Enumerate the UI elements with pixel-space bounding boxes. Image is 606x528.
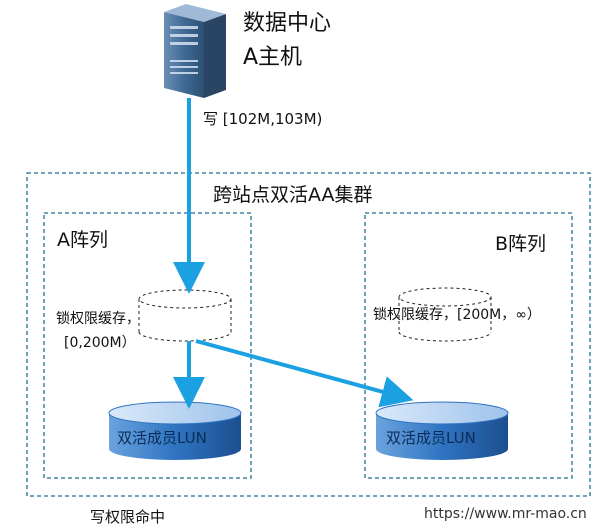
cache-cylinder-b [398, 287, 492, 342]
watermark-text: https://www.mr-mao.cn [424, 506, 587, 522]
cluster-label: 跨站点双活AA集群 [213, 184, 373, 206]
array-b-label: B阵列 [495, 233, 547, 255]
cache-a-text-line2: [0,200M） [64, 335, 136, 351]
lun-b-label: 双活成员LUN [386, 429, 476, 447]
array-a-boundary [43, 212, 252, 479]
array-b-boundary [364, 212, 573, 479]
cache-a-text-line1: 锁权限缓存， [56, 311, 140, 327]
lun-a-label: 双活成员LUN [117, 429, 207, 447]
cluster-boundary [26, 172, 591, 497]
arrow-cache-to-lun-b [195, 339, 414, 408]
cache-cylinder-a [138, 289, 232, 342]
write-request-label: 写 [102M,103M) [203, 110, 323, 128]
host-title: 数据中心 [243, 11, 332, 36]
array-a-label: A阵列 [57, 229, 108, 251]
lun-cylinder-b [375, 401, 509, 460]
cache-b-text: 锁权限缓存，[200M，∞） [373, 307, 541, 323]
host-subtitle: A主机 [243, 45, 303, 70]
status-label: 写权限命中 [90, 508, 166, 526]
server-icon [164, 4, 226, 98]
